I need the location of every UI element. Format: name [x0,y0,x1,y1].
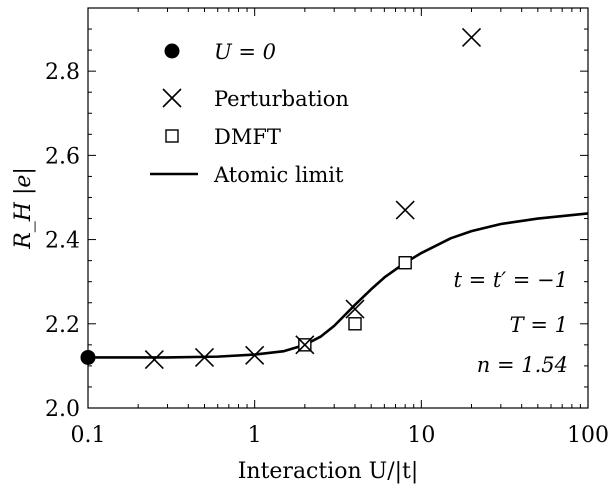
x-tick-label: 1 [248,423,262,448]
axes [87,7,589,409]
data-point-cross [395,200,415,220]
legend-swatch-open-square [165,129,179,143]
plot-frame [87,7,589,409]
y-tick-label: 2.2 [45,313,80,338]
curve-layer [88,212,589,359]
legend-swatch-filled-circle [164,43,180,59]
x-tick-label: 100 [567,423,609,448]
data-point-cross [144,350,164,370]
x-tick-label: 0.1 [71,423,106,448]
marker-layer [80,27,482,370]
x-axis-label: Interaction U/|t| [238,459,419,484]
legend-label: Atomic limit [213,163,344,187]
y-tick-label: 2.4 [45,229,80,254]
data-point-cross [194,347,215,368]
legend-label: U = 0 [214,40,276,64]
series-line-atomic-limit [88,212,589,359]
data-point-cross [295,335,315,355]
data-point-filled-circle [80,349,96,365]
data-point-open-square [398,256,412,270]
legend-swatch-cross [162,88,182,108]
y-tick-label: 2.0 [45,397,80,422]
y-tick-label: 2.8 [45,60,80,85]
y-axis-label: R_H |e| [11,167,36,250]
legend-label: DMFT [214,125,281,149]
annotation: n = 1.54 [477,353,568,377]
x-tick-label: 10 [407,423,435,448]
data-point-cross [345,299,365,319]
y-tick-label: 2.6 [45,144,80,169]
annotation: T = 1 [510,313,568,337]
annotation: t = t′ = −1 [454,268,569,292]
legend-label: Perturbation [214,87,349,111]
data-point-cross [245,345,265,365]
data-point-cross [461,27,482,48]
data-point-open-square [348,317,362,331]
